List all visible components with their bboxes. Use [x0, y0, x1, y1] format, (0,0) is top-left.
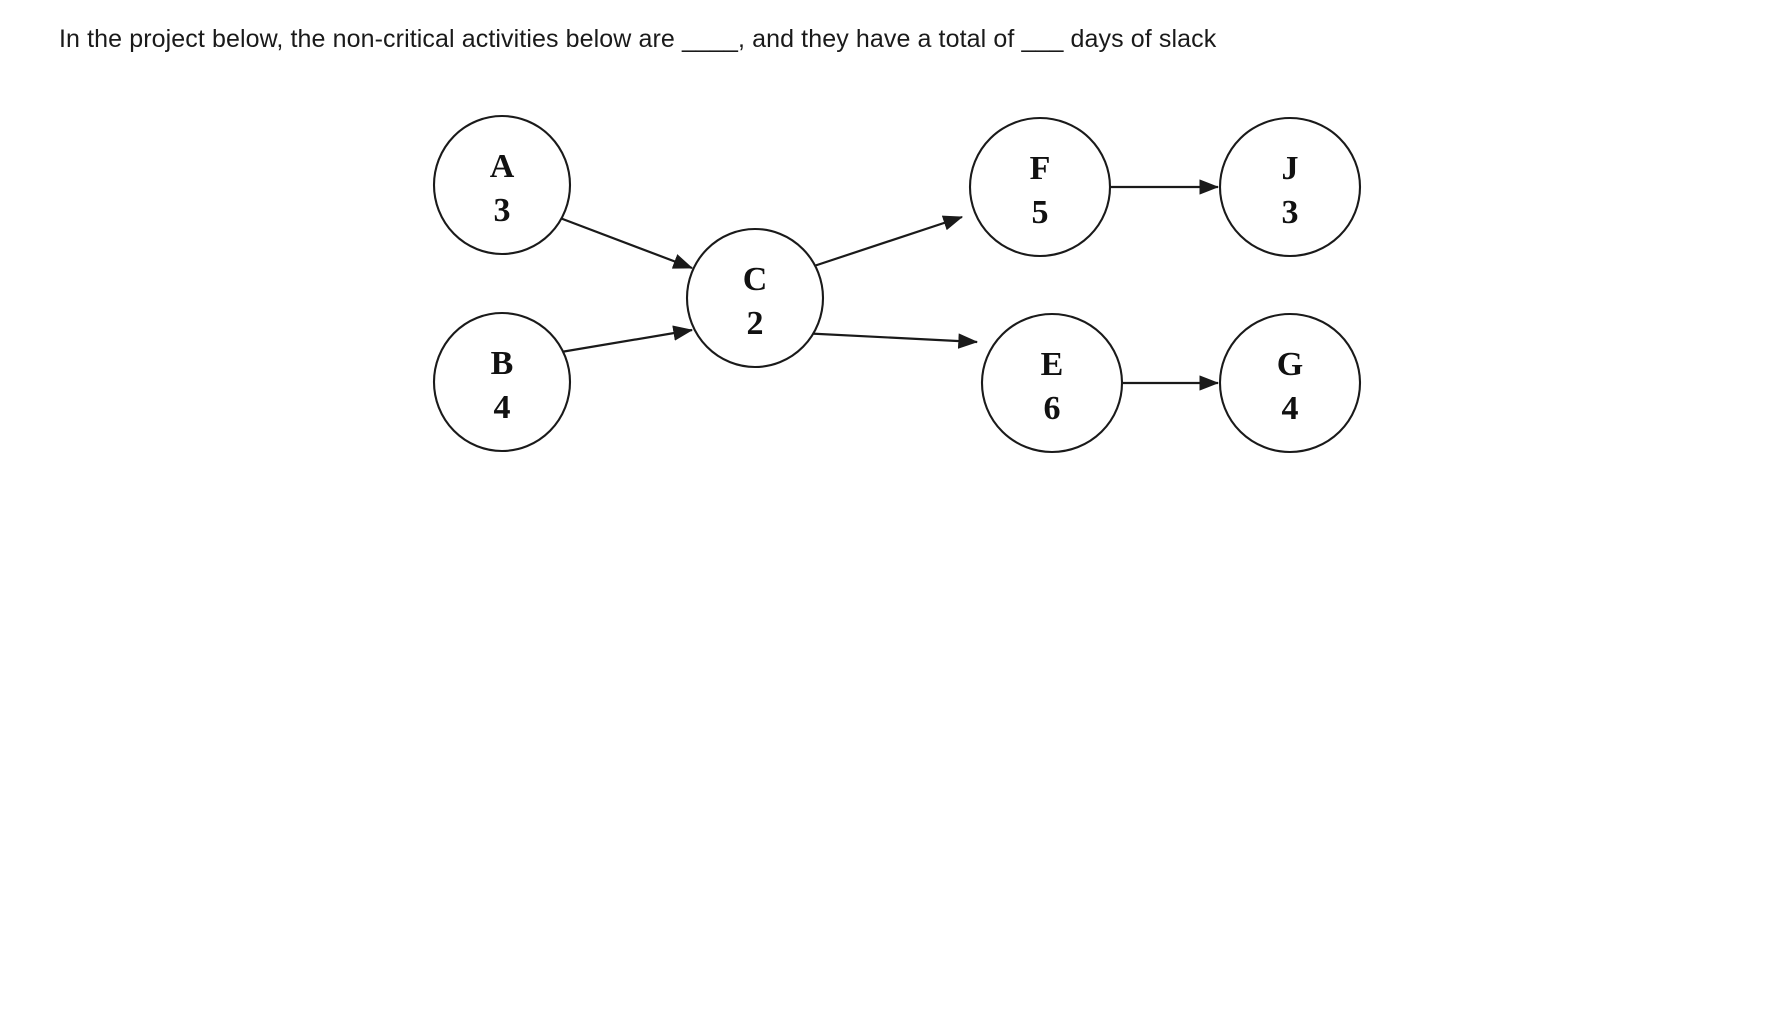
- edge-c-to-e: [799, 331, 979, 349]
- node-circle-a: [432, 114, 572, 256]
- activity-node-e: E6: [980, 312, 1124, 454]
- node-circle-c: [685, 227, 825, 369]
- node-duration-a: 3: [494, 192, 511, 229]
- node-duration-b: 4: [494, 389, 511, 426]
- edge-c-to-f: [810, 215, 964, 269]
- node-label-e: E: [1041, 346, 1064, 383]
- node-duration-e: 6: [1044, 390, 1061, 427]
- node-circle-e: [980, 312, 1124, 454]
- node-label-a: A: [490, 148, 515, 185]
- node-circle-g: [1218, 312, 1362, 454]
- question-prompt: In the project below, the non-critical a…: [59, 25, 1217, 53]
- node-label-j: J: [1282, 150, 1299, 187]
- activity-node-f: F5: [968, 116, 1112, 258]
- activity-node-j: J3: [1218, 116, 1362, 258]
- edge-b-to-c: [560, 325, 694, 354]
- activity-node-g: G4: [1218, 312, 1362, 454]
- activity-node-b: B4: [432, 311, 572, 453]
- node-circle-j: [1218, 116, 1362, 258]
- node-label-b: B: [491, 345, 514, 382]
- activity-node-c: C2: [685, 227, 825, 369]
- activity-node-a: A3: [432, 114, 572, 256]
- node-label-g: G: [1277, 346, 1303, 383]
- edges-layer: [559, 179, 1220, 391]
- node-duration-f: 5: [1032, 194, 1049, 231]
- node-label-f: F: [1030, 150, 1051, 187]
- node-duration-c: 2: [747, 305, 764, 342]
- node-circle-f: [968, 116, 1112, 258]
- node-label-c: C: [743, 261, 768, 298]
- node-duration-j: 3: [1282, 194, 1299, 231]
- node-circle-b: [432, 311, 572, 453]
- edge-a-to-c: [559, 216, 694, 270]
- node-duration-g: 4: [1282, 390, 1299, 427]
